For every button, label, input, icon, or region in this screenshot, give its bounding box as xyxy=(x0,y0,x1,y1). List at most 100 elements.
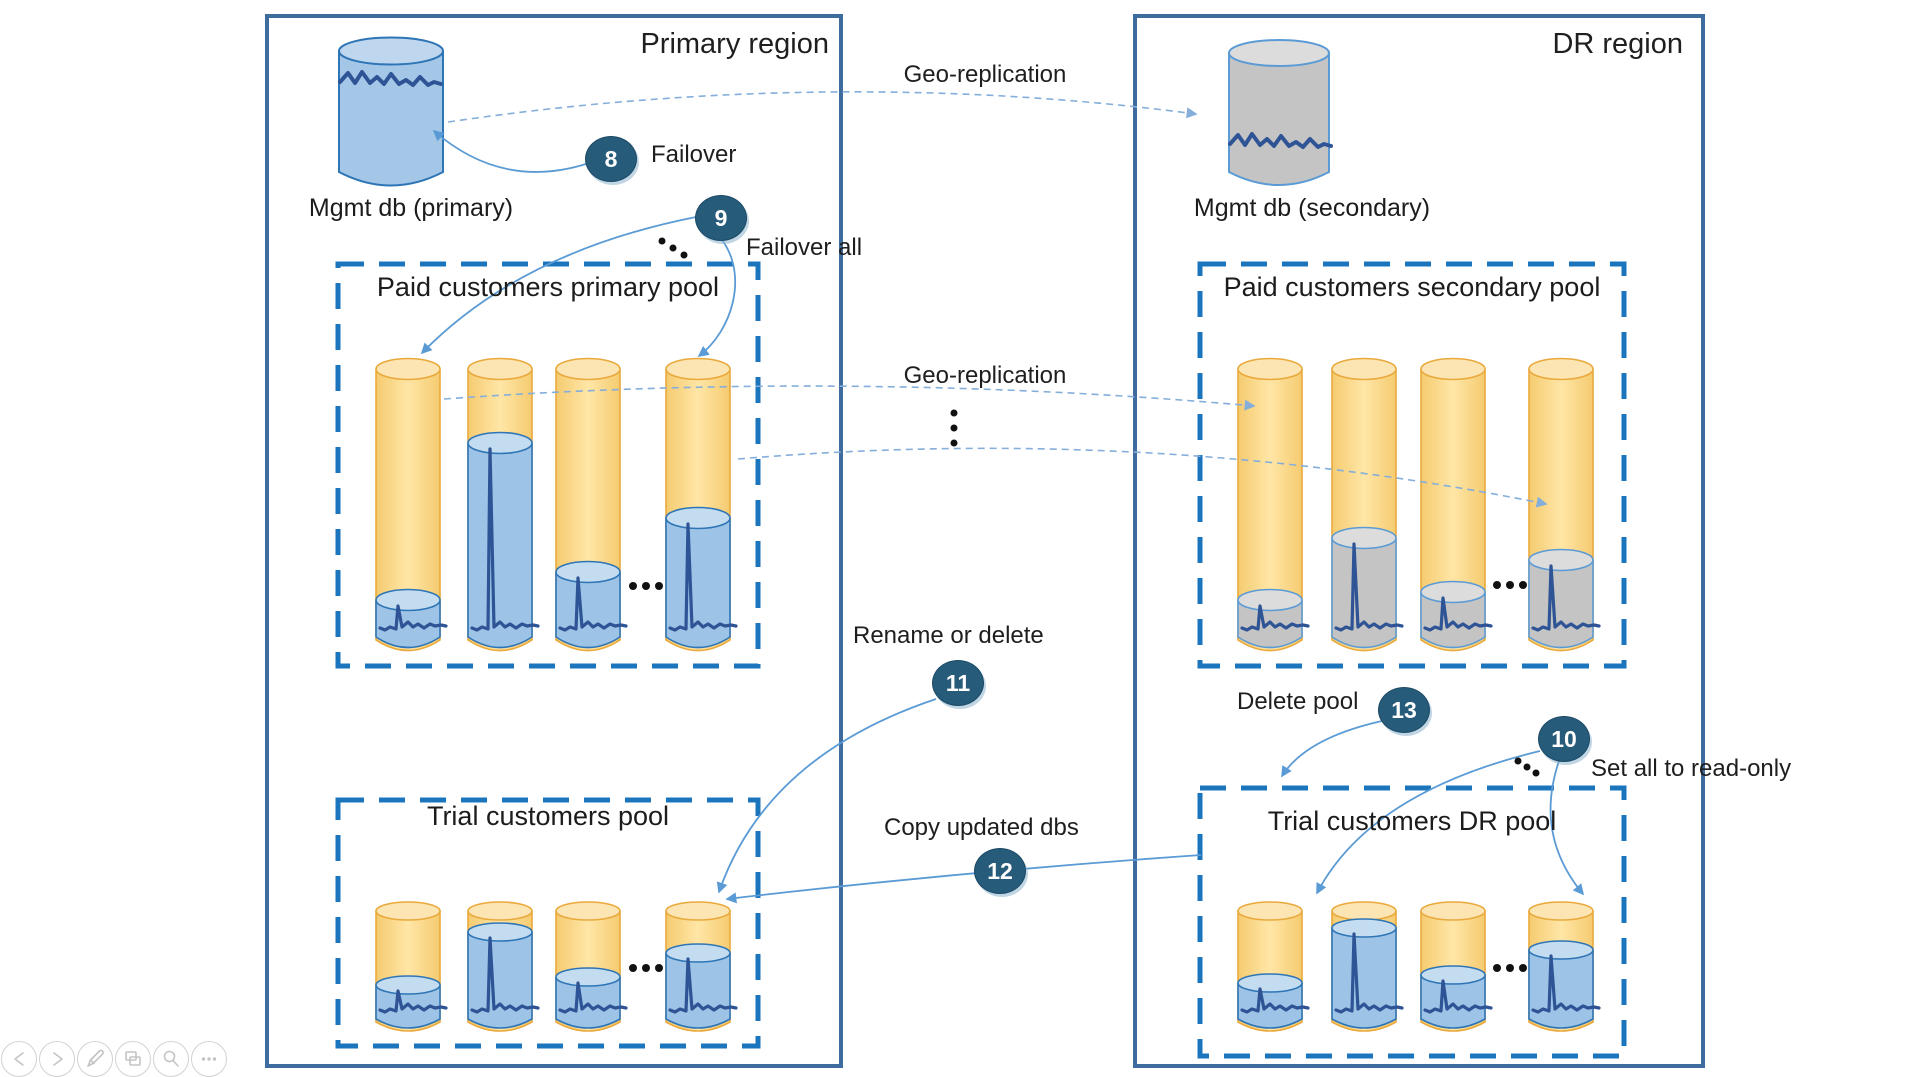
trial-dr-pool-db-1 xyxy=(1237,901,1310,1032)
trial-pool xyxy=(335,797,761,1049)
delete-pool-arrow xyxy=(1281,720,1383,778)
db-usage-sparkline xyxy=(1423,979,1493,1014)
failover-label: Failover xyxy=(651,141,737,168)
paid-primary-pool-title: Paid customers primary pool xyxy=(376,272,720,302)
trial-dr-pool-border xyxy=(1197,785,1627,1059)
db-usage-sparkline xyxy=(558,981,628,1014)
more-dbs-ellipsis xyxy=(1519,964,1527,972)
step-badge-10: 10 xyxy=(1538,716,1590,762)
trial-dr-pool-db-2 xyxy=(1331,901,1404,1032)
db-usage-sparkline xyxy=(470,936,540,1014)
previous-arrow-button[interactable] xyxy=(1,1041,37,1077)
copy-updated-dbs-arrow xyxy=(725,854,1202,904)
geo-replication-top-label: Geo-replication xyxy=(903,61,1067,88)
db-usage-sparkline xyxy=(668,957,738,1014)
db-usage-sparkline xyxy=(1334,932,1404,1014)
trial-pool-db-4 xyxy=(665,901,738,1032)
primary-region-box: Primary region xyxy=(265,14,843,1068)
next-arrow-button[interactable] xyxy=(39,1041,75,1077)
rename-or-delete-label: Rename or delete xyxy=(853,622,1044,649)
more-replication-ellipsis xyxy=(950,409,958,447)
db-usage-sparkline xyxy=(1334,542,1404,632)
pen-button[interactable] xyxy=(77,1041,113,1077)
step-badge-9: 9 xyxy=(695,195,747,241)
reading-view-toolbar xyxy=(1,1041,227,1077)
trial-pool-border xyxy=(335,797,761,1049)
mgmt-db-primary-label: Mgmt db (primary) xyxy=(308,194,514,222)
zoom-icon xyxy=(163,1050,179,1067)
set-read-only-arrow-left xyxy=(1316,750,1541,895)
primary-region-title: Primary region xyxy=(640,28,829,60)
paid-secondary-pool-db-3 xyxy=(1420,357,1493,652)
dr-region-box: DR region xyxy=(1133,14,1705,1068)
more-dbs-ellipsis xyxy=(629,964,637,972)
db-usage-sparkline xyxy=(558,576,628,632)
failover-all-arrow-right xyxy=(697,239,737,358)
db-usage-sparkline xyxy=(378,989,448,1014)
more-dbs-ellipsis xyxy=(642,964,650,972)
more-dbs-ellipsis xyxy=(629,582,637,590)
paid-secondary-pool xyxy=(1197,261,1627,669)
switch-view-icon xyxy=(125,1051,141,1066)
geo-replication-top-arrow xyxy=(447,91,1198,123)
more-dbs-ellipsis xyxy=(655,964,663,972)
trial-dr-pool-title: Trial customers DR pool xyxy=(1267,806,1557,836)
paid-primary-pool xyxy=(335,261,761,669)
paid-primary-pool-db-1 xyxy=(375,357,448,652)
delete-pool-label: Delete pool xyxy=(1237,688,1359,715)
paid-secondary-pool-db-2 xyxy=(1331,357,1404,652)
db-usage-sparkline xyxy=(668,522,738,632)
failover-arrow xyxy=(432,129,587,173)
more-dbs-ellipsis xyxy=(1519,581,1527,589)
paid-secondary-pool-db-4 xyxy=(1528,357,1601,652)
db-activity-squiggle xyxy=(1228,132,1333,149)
geo-replication-mid-label: Geo-replication xyxy=(903,362,1067,389)
trial-pool-title: Trial customers pool xyxy=(426,801,670,831)
more-arrows-ellipsis-9 xyxy=(658,237,688,259)
zoom-button[interactable] xyxy=(153,1041,189,1077)
step-badge-8: 8 xyxy=(585,136,637,182)
db-usage-sparkline xyxy=(1423,596,1493,632)
previous-arrow-icon xyxy=(14,1052,24,1066)
step-badge-12: 12 xyxy=(974,848,1026,894)
geo-replication-mid-arrow-2 xyxy=(737,447,1548,508)
more-dbs-ellipsis xyxy=(1493,964,1501,972)
db-usage-sparkline xyxy=(378,604,448,632)
paid-secondary-pool-border xyxy=(1197,261,1627,669)
trial-pool-db-1 xyxy=(375,901,448,1032)
db-activity-squiggle xyxy=(338,70,443,87)
dr-region-title: DR region xyxy=(1552,28,1683,60)
trial-dr-pool-db-3 xyxy=(1420,901,1493,1032)
more-arrows-ellipsis-10 xyxy=(1514,757,1540,777)
trial-dr-pool xyxy=(1197,785,1627,1059)
trial-pool-db-3 xyxy=(555,901,628,1032)
paid-secondary-pool-title: Paid customers secondary pool xyxy=(1223,272,1601,302)
mgmt-db-primary-cylinder xyxy=(338,36,444,187)
mgmt-db-secondary-cylinder xyxy=(1228,39,1333,186)
mgmt-db-secondary-label: Mgmt db (secondary) xyxy=(1193,194,1431,222)
pen-icon xyxy=(87,1049,104,1067)
trial-pool-db-2 xyxy=(467,901,540,1032)
set-read-only-arrow-right xyxy=(1549,760,1585,896)
paid-secondary-pool-db-1 xyxy=(1237,357,1310,652)
more-options-icon xyxy=(201,1057,217,1061)
db-usage-sparkline xyxy=(1531,954,1601,1014)
more-dbs-ellipsis xyxy=(1506,581,1514,589)
next-arrow-icon xyxy=(53,1052,63,1066)
set-all-read-only-label: Set all to read-only xyxy=(1591,755,1792,782)
trial-dr-pool-db-4 xyxy=(1528,901,1601,1032)
paid-primary-pool-db-3 xyxy=(555,357,628,652)
more-dbs-ellipsis xyxy=(1493,581,1501,589)
step-badge-11: 11 xyxy=(932,660,984,706)
db-usage-sparkline xyxy=(470,447,540,632)
rename-or-delete-arrow xyxy=(716,698,937,894)
more-dbs-ellipsis xyxy=(642,582,650,590)
more-options-button[interactable] xyxy=(191,1041,227,1077)
db-usage-sparkline xyxy=(1531,564,1601,632)
switch-view-button[interactable] xyxy=(115,1041,151,1077)
more-dbs-ellipsis xyxy=(1506,964,1514,972)
paid-primary-pool-db-4 xyxy=(665,357,738,652)
copy-updated-dbs-label: Copy updated dbs xyxy=(884,814,1079,841)
